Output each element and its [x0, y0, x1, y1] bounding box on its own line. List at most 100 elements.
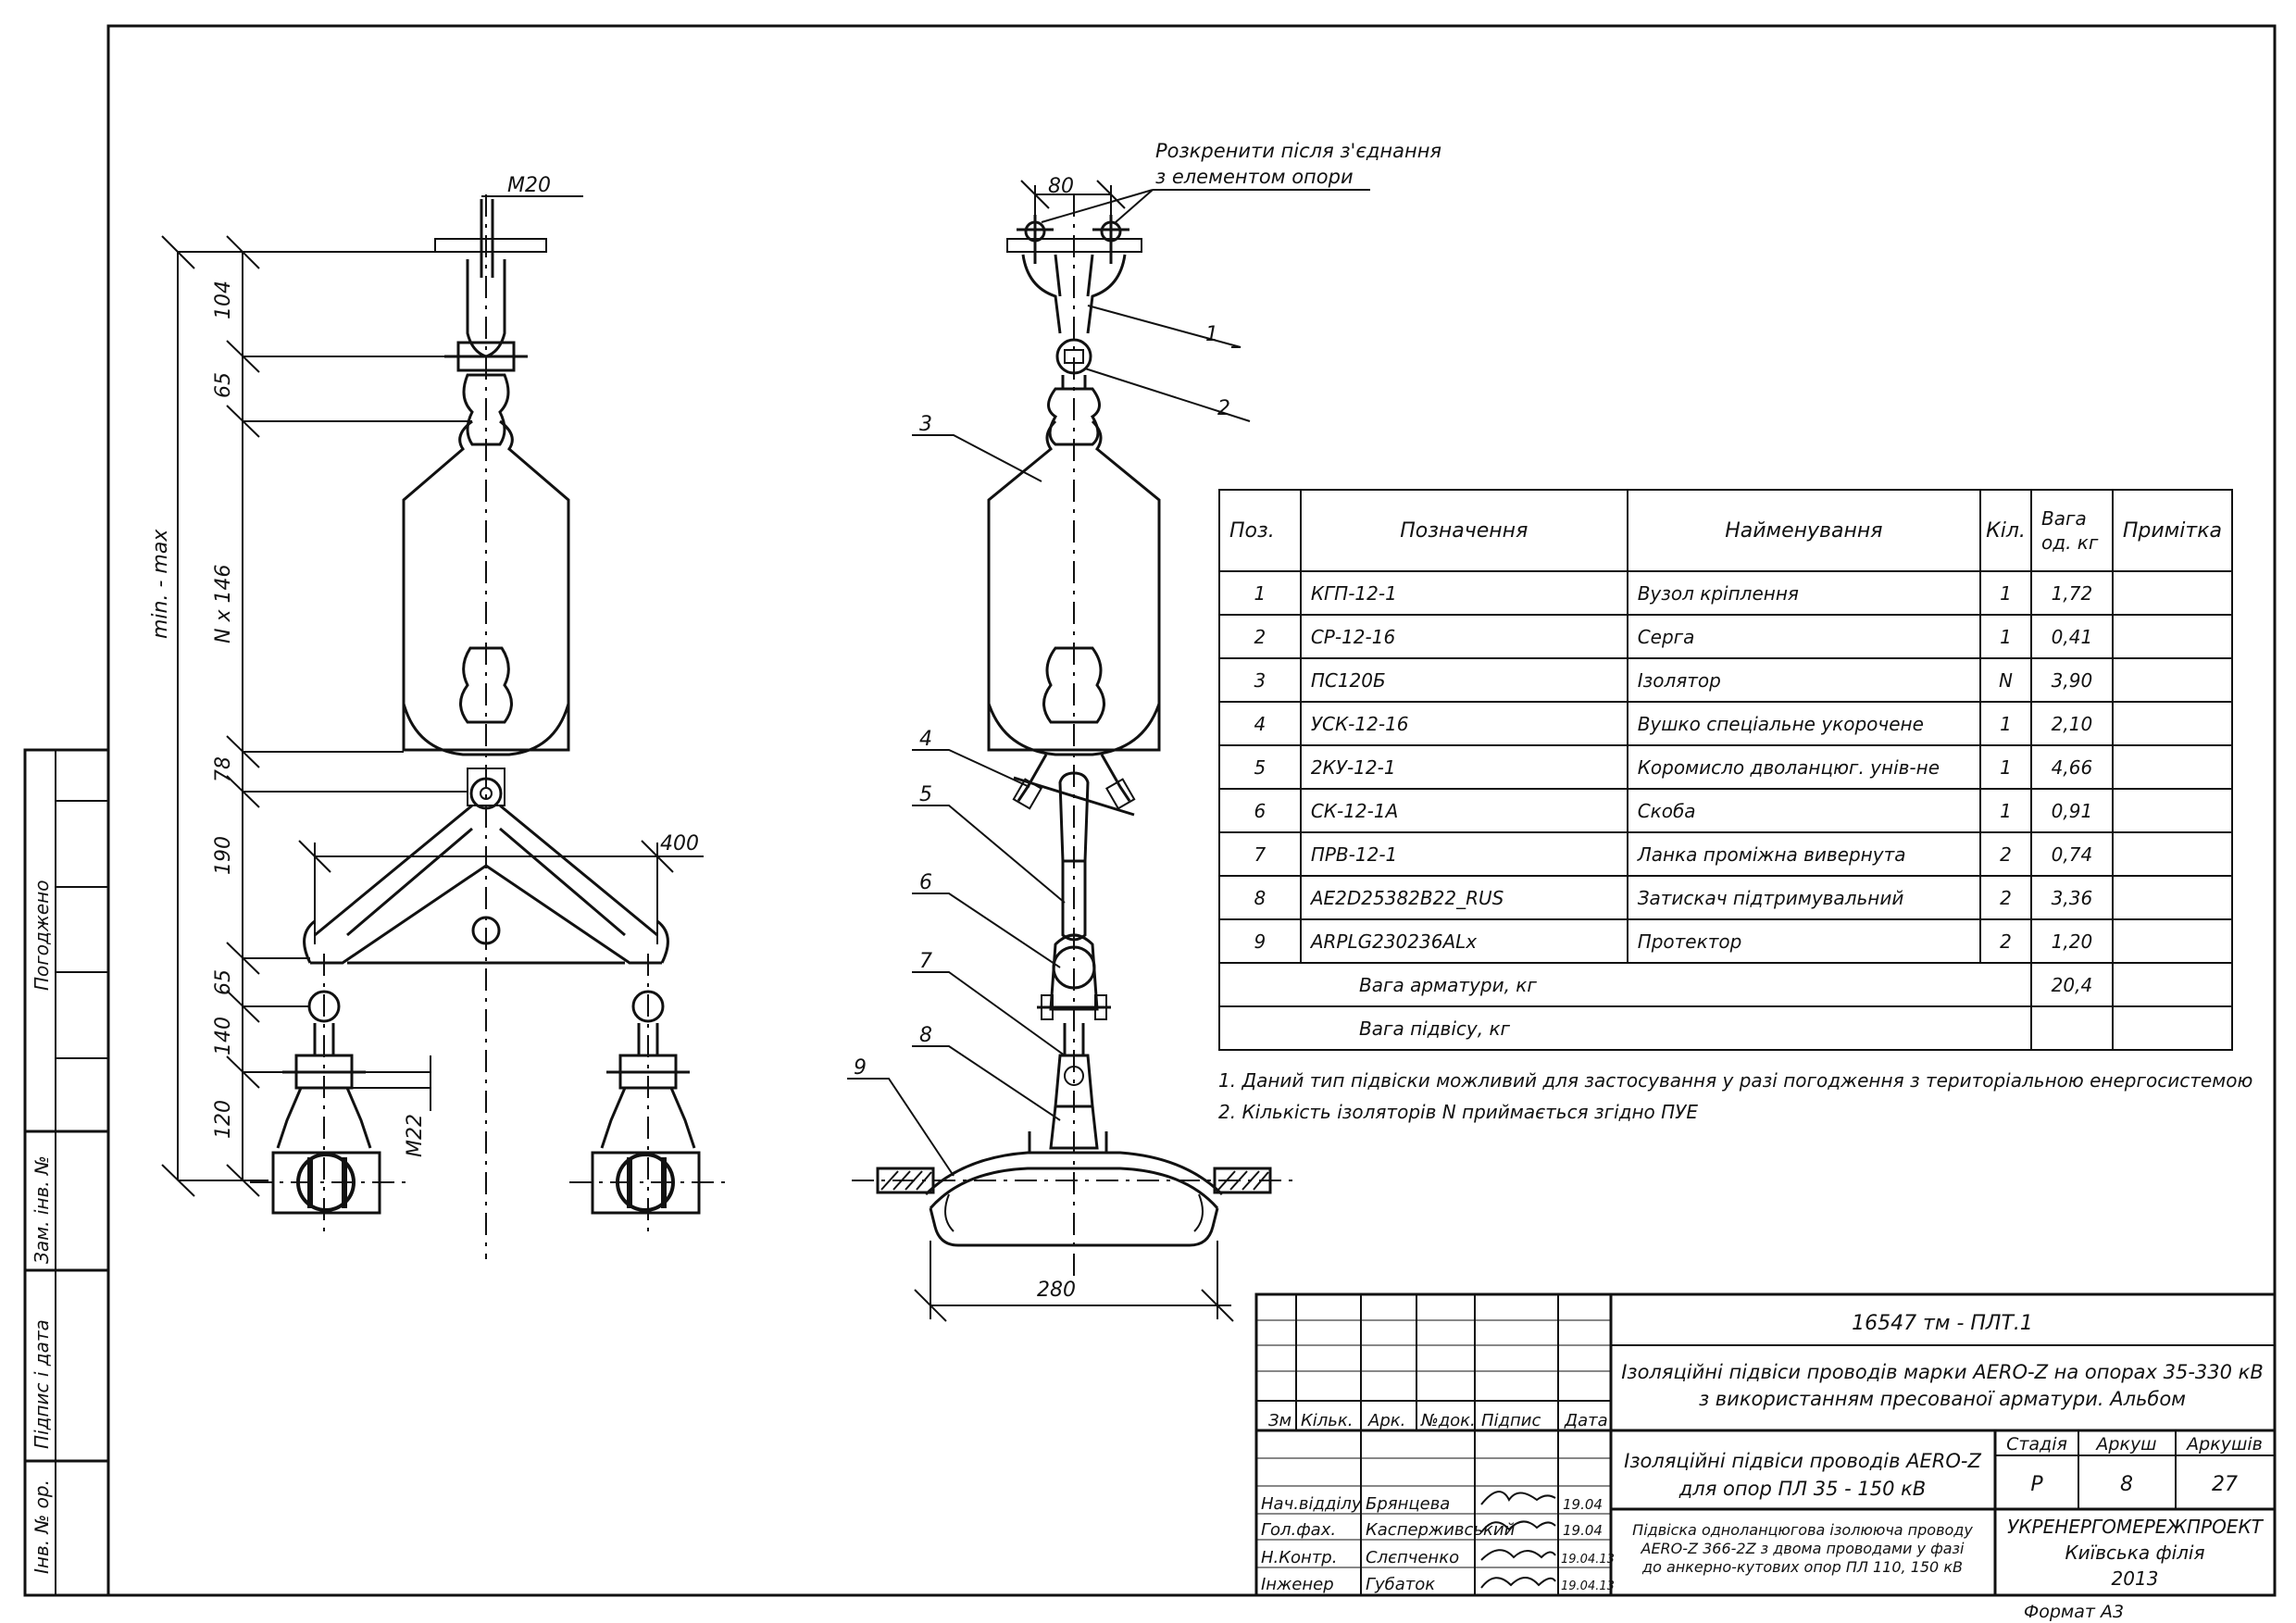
spec-h-note: Примітка: [2111, 489, 2234, 572]
side-stamp: [23, 748, 110, 1597]
dim-65a: 65: [212, 372, 235, 398]
spec-name: Вузол кріплення: [1626, 570, 1982, 616]
spec-note: [2111, 788, 2234, 833]
spec-pos: 3: [1218, 657, 1302, 703]
spec-qty: 2: [1979, 918, 2033, 964]
tb-date-1: 19.04: [1563, 1496, 1603, 1513]
tb-date-3: 19.04.13: [1561, 1553, 1615, 1567]
tb-sheet: 8: [2120, 1473, 2133, 1496]
spec-weight: 3,90: [2030, 657, 2114, 703]
spec-qty: N: [1979, 657, 2033, 703]
tb-role-3: Н.Контр.: [1261, 1548, 1337, 1567]
pos-label-3: 3: [919, 413, 932, 436]
left-view: [161, 194, 731, 1259]
spec-name: Протектор: [1626, 918, 1982, 964]
spec-pos: 8: [1218, 875, 1302, 920]
tb-col-zm: Зм: [1268, 1411, 1292, 1430]
spec-note: [2111, 614, 2234, 659]
spec-weight: 0,91: [2030, 788, 2114, 833]
spec-h-weight-l2: од. кг: [2041, 531, 2099, 554]
total-fittings-note: [2111, 962, 2234, 1007]
tb-stage: Р: [2030, 1473, 2043, 1496]
pos-label-8: 8: [919, 1024, 932, 1047]
tb-sheets: 27: [2212, 1473, 2238, 1496]
spec-name: Скоба: [1626, 788, 1982, 833]
spec-pos: 7: [1218, 831, 1302, 877]
tb-desc-3: до анкерно-кутових опор ПЛ 110, 150 кВ: [1641, 1558, 1963, 1576]
spec-designation: 2КУ-12-1: [1299, 744, 1628, 790]
dim-140: 140: [212, 1017, 235, 1055]
pos-label-5: 5: [919, 783, 932, 806]
stamp-inv-orig: Інв. № ор.: [31, 1479, 53, 1574]
spec-qty: 1: [1979, 614, 2033, 659]
pos-label-9: 9: [854, 1056, 867, 1080]
note-2: 2. Кількість ізоляторів N приймається зг…: [1218, 1101, 1699, 1123]
spec-name: Коромисло дволанцюг. унів-не: [1626, 744, 1982, 790]
spec-note: [2111, 918, 2234, 964]
tb-desc-2: AERO-Z 366-2Z з двома проводами у фазі: [1641, 1540, 1965, 1557]
tb-org-1: УКРЕНЕРГОМЕРЕЖПРОЕКТ: [2007, 1516, 2265, 1538]
spec-name: Ізолятор: [1626, 657, 1982, 703]
spec-note: [2111, 831, 2234, 877]
stamp-sign-date: Підпис і дата: [31, 1319, 53, 1449]
spec-weight: 3,36: [2030, 875, 2114, 920]
dim-minmax: min. - max: [149, 529, 172, 639]
spec-h-weight-l1: Вага: [2041, 507, 2087, 530]
stamp-replace-inv: Зам. інв. №: [31, 1155, 53, 1264]
spec-h-name: Найменування: [1626, 489, 1982, 572]
total-suspension-note: [2111, 1005, 2234, 1051]
pos-label-2: 2: [1217, 397, 1230, 420]
tb-col-ndok: №док.: [1420, 1411, 1476, 1430]
tb-code: 16547 тм - ПЛТ.1: [1852, 1312, 2033, 1335]
total-suspension-label: Вага підвісу, кг: [1217, 1005, 2033, 1051]
tb-col-data: Дата: [1564, 1411, 1608, 1430]
spec-weight: 1,72: [2030, 570, 2114, 616]
spec-qty: 1: [1979, 744, 2033, 790]
spec-designation: КГП-12-1: [1299, 570, 1628, 616]
tb-name-4: Губаток: [1366, 1575, 1435, 1594]
dim-120: 120: [212, 1100, 235, 1139]
spec-qty: 2: [1979, 875, 2033, 920]
spec-qty: 2: [1979, 831, 2033, 877]
spec-h-designation: Позначення: [1299, 489, 1628, 572]
spec-note: [2111, 657, 2234, 703]
spec-designation: СР-12-16: [1299, 614, 1628, 659]
dim-104: 104: [212, 281, 235, 319]
total-fittings-row: Вага арматури, кг 20,4: [1217, 962, 2234, 1007]
note-1: 1. Даний тип підвіски можливий для засто…: [1218, 1069, 2253, 1092]
tb-album-title-1: Ізоляційні підвіси проводів марки AERO-Z…: [1621, 1361, 2264, 1383]
tb-role-2: Гол.фах.: [1261, 1520, 1336, 1540]
dim-400: 400: [660, 832, 699, 855]
notes: 1. Даний тип підвіски можливий для засто…: [1218, 1065, 2252, 1128]
spec-pos: 2: [1218, 614, 1302, 659]
spec-designation: УСК-12-16: [1299, 701, 1628, 746]
tb-date-2: 19.04: [1563, 1522, 1603, 1539]
spec-designation: ПРВ-12-1: [1299, 831, 1628, 877]
spec-designation: ARPLG230236ALx: [1299, 918, 1628, 964]
dim-190: 190: [212, 836, 235, 875]
title-block-grid: [1254, 1292, 2277, 1597]
spec-note: [2111, 744, 2234, 790]
spec-weight: 0,41: [2030, 614, 2114, 659]
spec-pos: 1: [1218, 570, 1302, 616]
pos-label-6: 6: [919, 871, 932, 894]
spec-note: [2111, 701, 2234, 746]
tb-sheets-label: Аркушів: [2185, 1434, 2263, 1454]
stamp-agreed: Погоджено: [31, 880, 53, 991]
total-suspension-row: Вага підвісу, кг: [1217, 1005, 2234, 1051]
spec-name: Ланка проміжна вивернута: [1626, 831, 1982, 877]
spec-note: [2111, 875, 2234, 920]
pos-label-1: 1: [1205, 323, 1218, 346]
tb-section-2: для опор ПЛ 35 - 150 кВ: [1678, 1478, 1926, 1500]
spec-weight: 0,74: [2030, 831, 2114, 877]
spec-h-pos: Поз.: [1218, 489, 1302, 572]
